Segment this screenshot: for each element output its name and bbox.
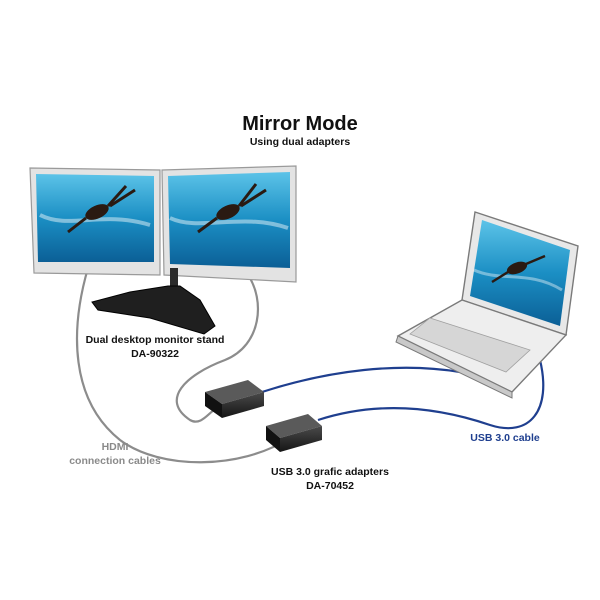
- adapter-label-code: DA-70452: [306, 480, 354, 492]
- usb-cable-2: [317, 359, 545, 430]
- stand-label-name: Dual desktop monitor stand: [85, 334, 225, 346]
- swimmer-icon: [67, 184, 136, 234]
- swimmer-icon: [197, 183, 267, 234]
- swimmer-icon: [491, 254, 546, 284]
- usb-adapter-1: [205, 380, 264, 418]
- adapter-label-name: USB 3.0 grafic adapters: [271, 466, 389, 478]
- usb-cable-label: USB 3.0 cable: [470, 432, 540, 444]
- monitor-left: [29, 167, 161, 276]
- monitor-stand-icon: [91, 268, 216, 335]
- hdmi-cable-left: [75, 267, 291, 464]
- laptop-icon: [395, 211, 579, 399]
- monitor-right: [161, 165, 297, 283]
- usb-adapter-2: [266, 414, 322, 452]
- hdmi-label-line1: HDMI: [101, 441, 129, 453]
- hdmi-label-line2: connection cables: [69, 455, 161, 467]
- hdmi-cable-right: [175, 274, 260, 423]
- diagram-title: Mirror Mode: [242, 113, 358, 135]
- usb-adapter-icon: [205, 380, 322, 452]
- stand-label-code: DA-90322: [131, 348, 179, 360]
- hdmi-cables: [75, 267, 291, 464]
- diagram-subtitle: Using dual adapters: [249, 136, 351, 148]
